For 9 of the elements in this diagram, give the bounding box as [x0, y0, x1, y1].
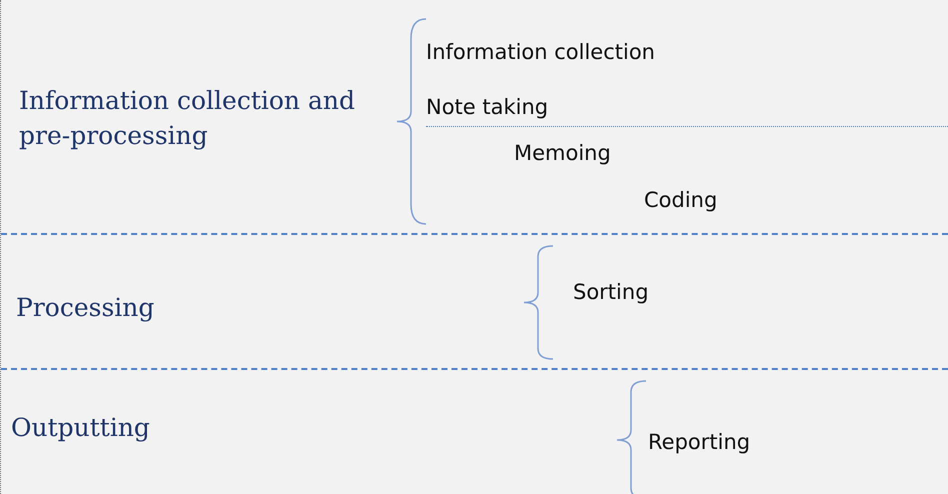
- section-heading: Processing: [16, 292, 156, 324]
- item-text: Information collection: [426, 38, 655, 66]
- section-heading: Outputting: [11, 412, 151, 444]
- item-text: Coding: [644, 186, 718, 214]
- section-heading: Information collection and pre-processing: [19, 85, 356, 152]
- item-text: Memoing: [514, 139, 611, 167]
- item-text: Reporting: [648, 428, 750, 456]
- item-text: Sorting: [573, 278, 649, 306]
- item-text: Note taking: [426, 93, 548, 121]
